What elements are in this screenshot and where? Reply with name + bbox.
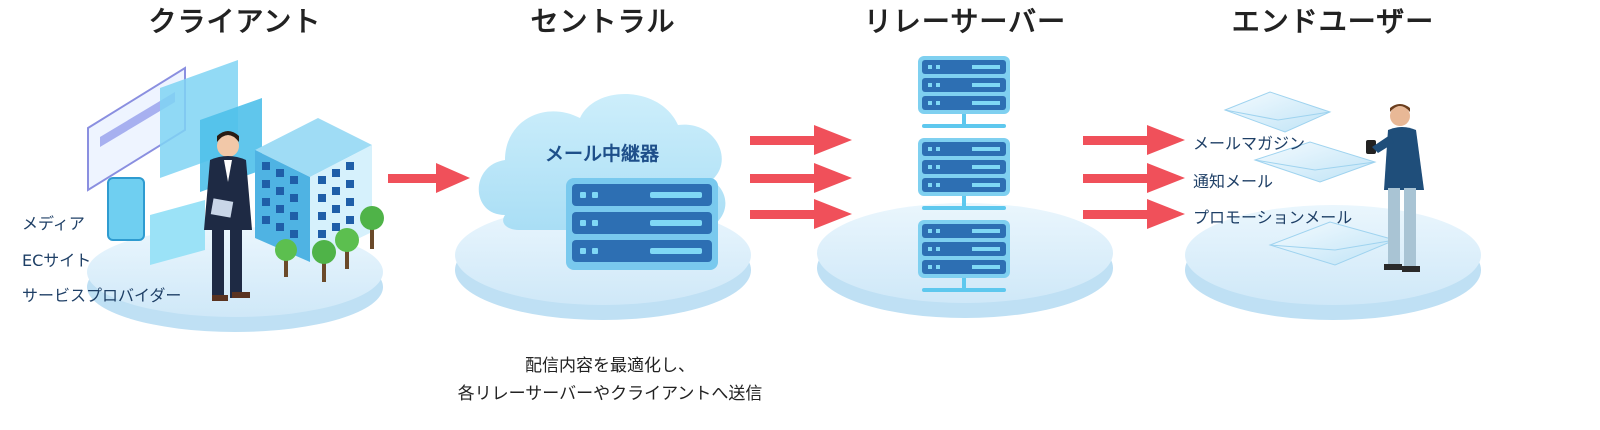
- stage-title-enduser: エンドユーザー: [1231, 5, 1435, 38]
- arrows-relay-to-enduser: [1083, 125, 1185, 229]
- caption-line: 配信内容を最適化し、: [525, 356, 695, 376]
- mail-type-label: 通知メール: [1193, 172, 1274, 191]
- client-type-label: メディア: [22, 214, 85, 233]
- central-caption: 配信内容を最適化し、 各リレーサーバーやクライアントへ送信: [410, 352, 810, 408]
- client-type-label: ECサイト: [22, 251, 92, 270]
- mail-type-label: メールマガジン: [1193, 134, 1306, 153]
- businessman-icon: [204, 131, 252, 301]
- client-type-label: サービスプロバイダー: [22, 286, 182, 305]
- stage-title-central: セントラル: [530, 5, 676, 38]
- tree-icon: [275, 206, 384, 282]
- relay-server-icon: [918, 56, 1010, 292]
- central-server-icon: [566, 178, 718, 270]
- cloud-label: メール中継器: [545, 143, 660, 165]
- person-icon: [1366, 104, 1424, 272]
- envelope-icon: [1223, 91, 1397, 266]
- stage-title-client: クライアント: [148, 5, 322, 38]
- arrow-client-to-central: [388, 163, 470, 193]
- stage-title-relay: リレーサーバー: [863, 5, 1067, 38]
- arrows-central-to-relay: [750, 125, 852, 229]
- caption-line: 各リレーサーバーやクライアントへ送信: [457, 384, 763, 404]
- mail-type-label: プロモーションメール: [1193, 208, 1353, 227]
